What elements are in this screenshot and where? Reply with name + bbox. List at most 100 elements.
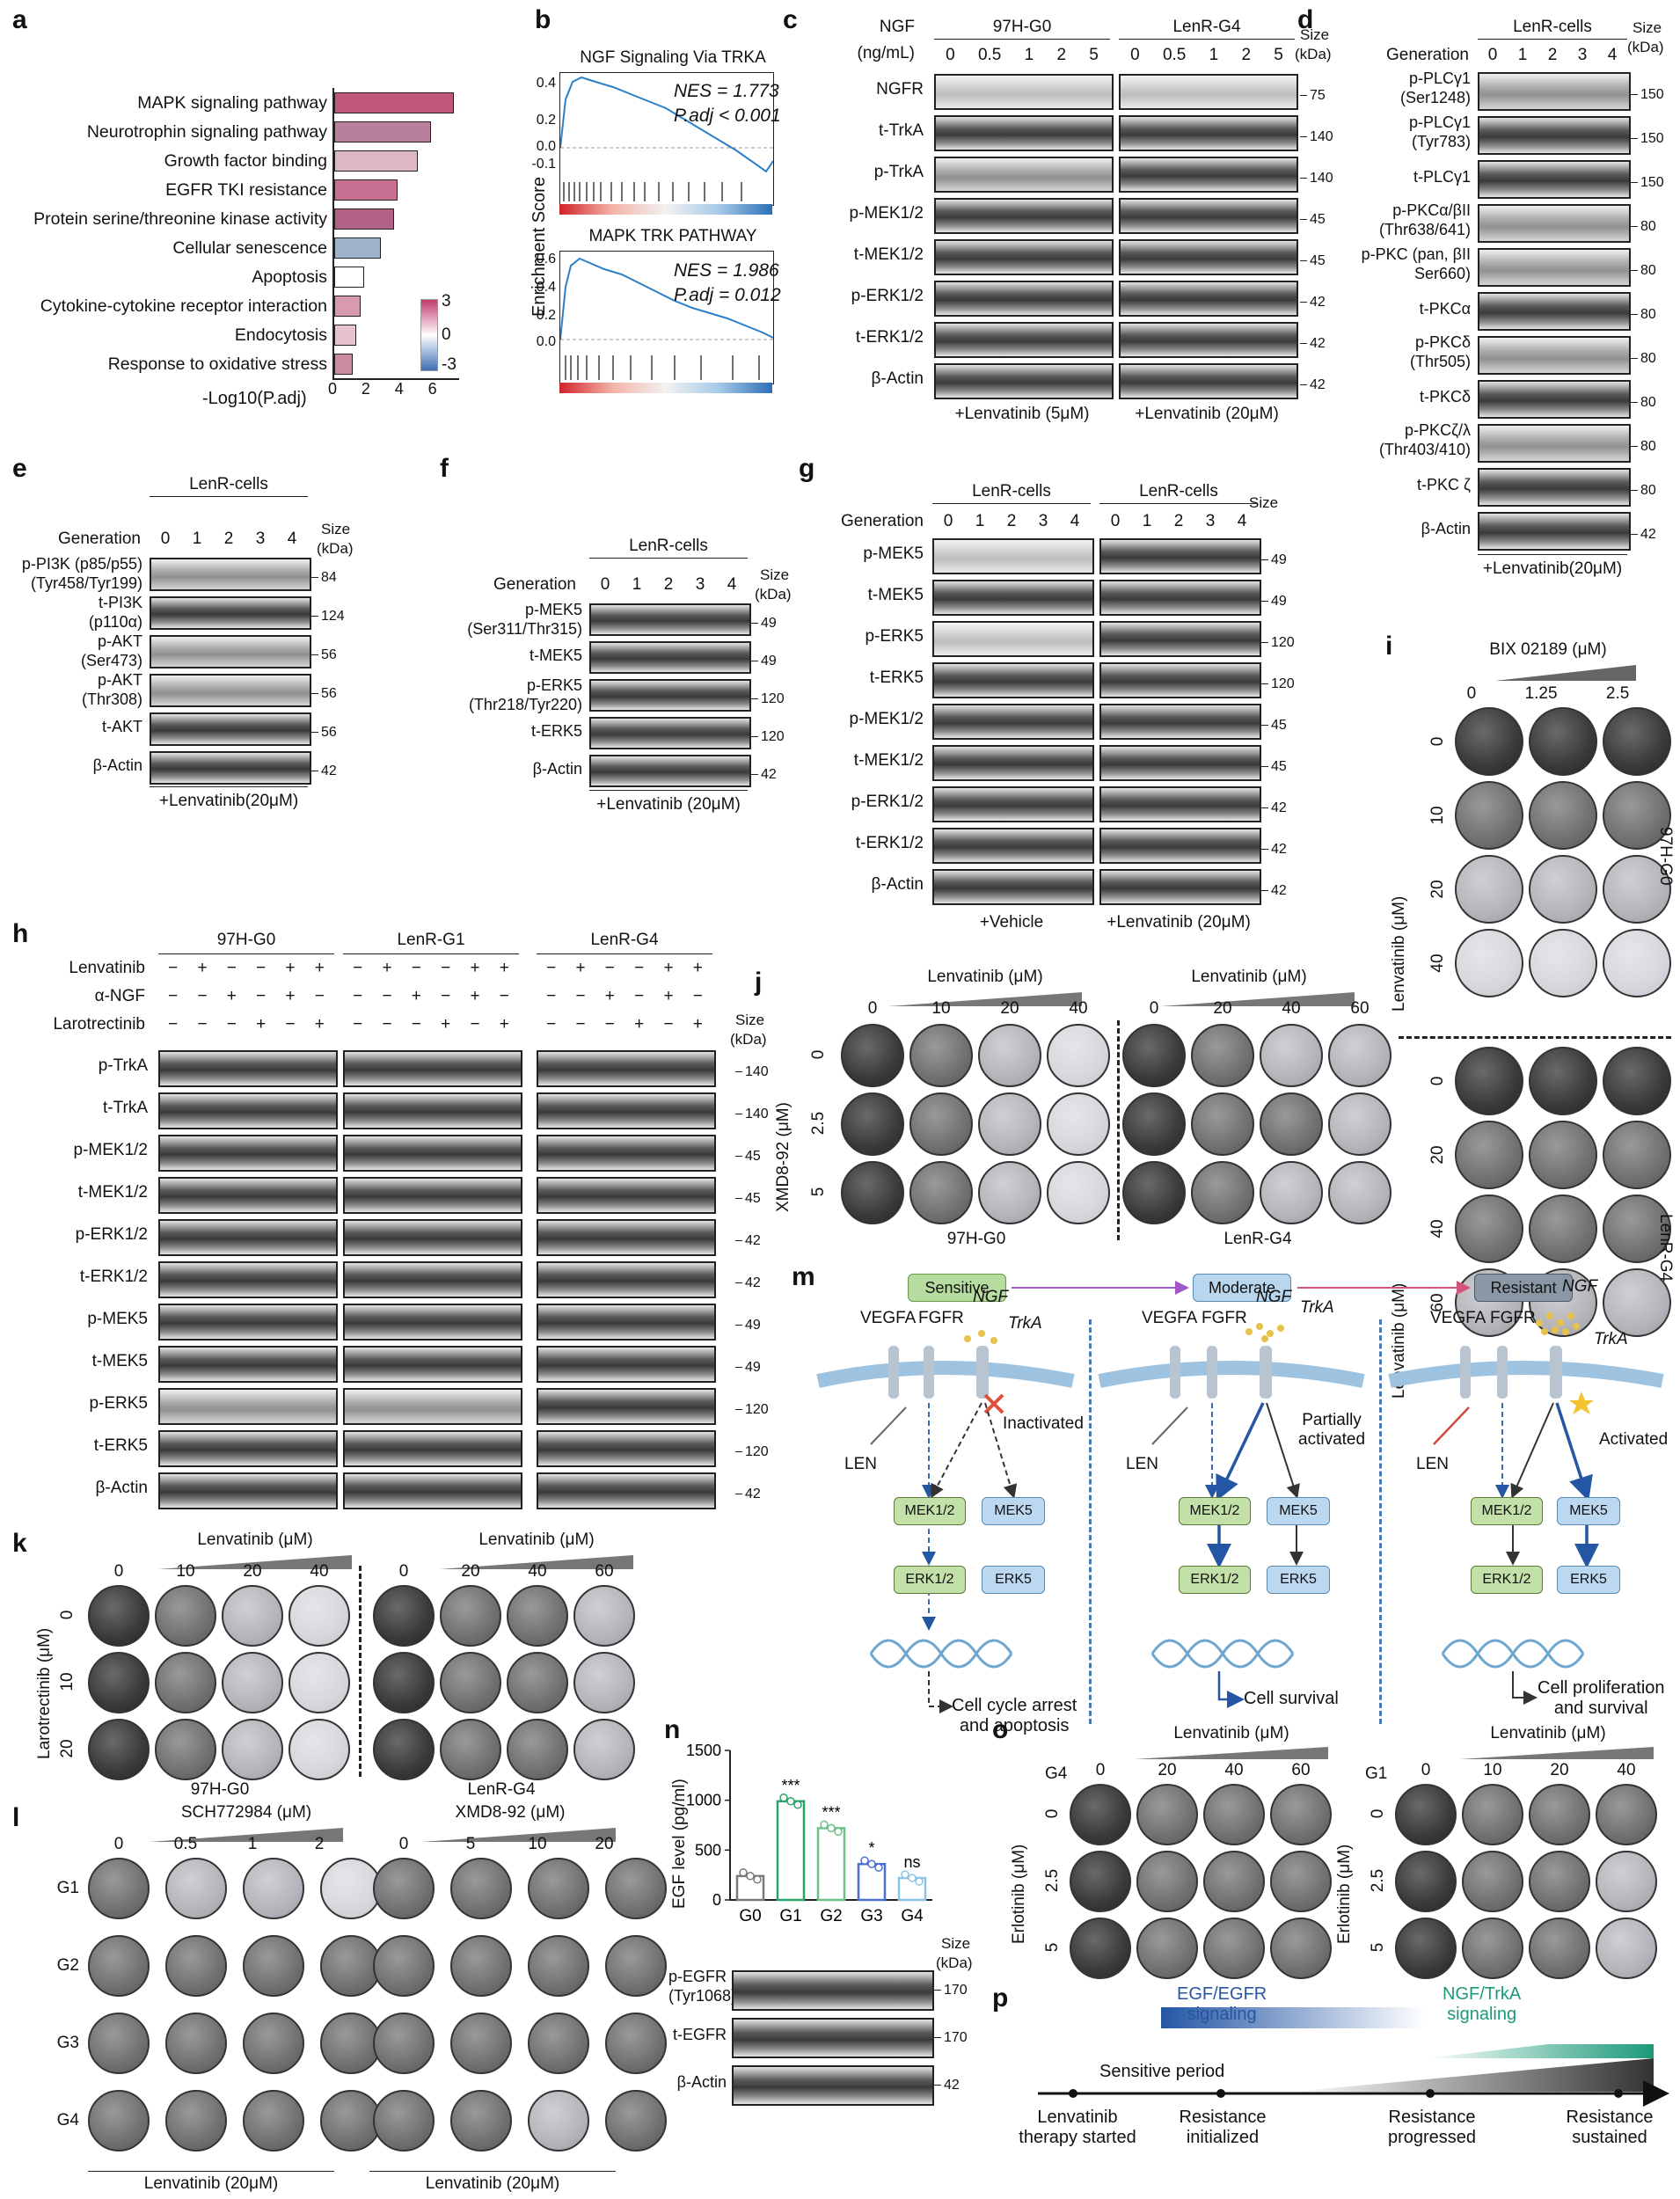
blot-row-label: t-MEK5 [867,585,924,604]
colony-well [605,1858,667,1919]
lane-number: 4 [1607,46,1618,64]
kda-marker: 56 [311,686,337,702]
blot-strip [537,1430,716,1467]
panel-c-ngf-label: NGF [879,18,915,36]
colony-well [450,1935,512,1997]
blot-row-label: β-Actin [92,756,142,774]
m3-len: LEN [1416,1455,1449,1473]
colony-well [1395,1918,1457,1979]
colony-well [1047,1092,1110,1156]
m3-fgfr: FGFR [1490,1309,1536,1327]
column-label: 0 [1095,1761,1106,1779]
blot-row-label: β-Actin [676,2073,727,2091]
treatment-label: Lenvatinib [69,959,145,977]
blot-strip [1478,380,1631,419]
colony-well [450,2013,512,2074]
panel-i-ylabel-top: Lenvatinib (μM) [1390,895,1408,1012]
data-point [834,1827,843,1837]
row-label: 40 [1428,953,1447,973]
column-label: 40 [1224,1761,1244,1779]
blot-row-label: p-PLCγ1 (Ser1248) [1399,69,1471,106]
lane-number: 1 [1209,46,1219,64]
enrichment-bar [334,150,418,172]
panel-c-group-right: LenR-G4 [1172,18,1241,36]
row-label: 0 [809,1049,828,1060]
m1-state: Inactivated [1003,1414,1084,1433]
treatment-sign: − [382,1015,392,1034]
enrichment-bar [334,354,353,375]
blot-strip [343,1388,522,1425]
blot-strip [158,1261,338,1298]
blot-strip [537,1261,716,1298]
column-label: 1 [247,1835,258,1853]
colony-well [1455,855,1523,924]
column-label: 60 [1291,1761,1311,1779]
m1-len: LEN [844,1455,877,1473]
column-label: 0 [398,1562,409,1581]
kda-marker: 80 [1631,351,1656,367]
colony-well [1260,1092,1323,1156]
column-label: 40 [310,1562,329,1581]
blot-strip [1099,745,1261,781]
blot-strip [589,641,751,674]
kda-marker: 120 [1261,635,1295,651]
colony-well [289,1719,350,1780]
panel-l-footer-right: Lenvatinib (20μM) [425,2174,560,2193]
colony-well [1047,1024,1110,1087]
colony-well [1070,1851,1131,1912]
blot-strip [158,1050,338,1087]
colony-well [155,1585,216,1647]
panel-e-generation: Generation [57,530,141,548]
colony-well [1136,1918,1198,1979]
blot-strip [343,1219,522,1256]
kda-marker: 150 [1631,175,1664,191]
significance-label: *** [822,1803,840,1821]
lane-number: 1 [975,512,985,530]
colony-well [440,1652,501,1713]
colony-well [841,1161,904,1224]
significance-label: ns [903,1853,920,1871]
colony-well [1603,707,1671,776]
blot-row-label: p-ERK5 [89,1394,148,1413]
column-label: 40 [1282,999,1301,1018]
blot-row-label: p-MEK1/2 [73,1141,148,1159]
column-label: 10 [1483,1761,1502,1779]
blot-row-label: β-Actin [532,759,582,778]
panel-j-bottom-right: LenR-G4 [1223,1230,1292,1248]
colony-well [1047,1161,1110,1224]
column-label: 0 [867,999,878,1018]
treatment-sign: − [285,1015,296,1034]
colony-well [1136,1851,1198,1912]
blot-strip [343,1177,522,1214]
column-label: 20 [1213,999,1232,1018]
blot-row-label: t-ERK5 [869,668,924,687]
colony-well [373,2090,435,2152]
panel-c-footer-left: +Lenvatinib (5μM) [954,405,1090,423]
gsea-top-curve [559,76,774,201]
blot-row-label: t-PKCα [1419,300,1471,318]
x-tick: 6 [427,380,437,398]
kda-marker: 150 [1631,87,1664,103]
kda-marker: 49 [1261,552,1287,568]
treatment-sign: − [604,959,615,977]
column-label: 20 [1000,999,1019,1018]
gsea-bottom-curve [559,257,774,380]
colony-well [1455,707,1523,776]
blot-strip [150,674,311,707]
lane-number: 1 [1024,46,1034,64]
row-label: 20 [58,1739,77,1758]
blot-strip [932,786,1094,822]
row-label: 0 [58,1610,77,1620]
treatment-sign: − [353,1015,363,1034]
colony-well [243,2090,304,2152]
treatment-sign: + [256,1015,267,1034]
colony-well [1596,1851,1657,1912]
milestone-3: Resistance sustained [1566,2108,1654,2147]
lane-number: 0 [1130,46,1140,64]
colony-well [1122,1092,1186,1156]
colony-well [528,2013,589,2074]
blot-strip [1478,336,1631,375]
treatment-sign: + [197,959,208,977]
lane-number: 1 [1517,46,1528,64]
colony-well [440,1719,501,1780]
